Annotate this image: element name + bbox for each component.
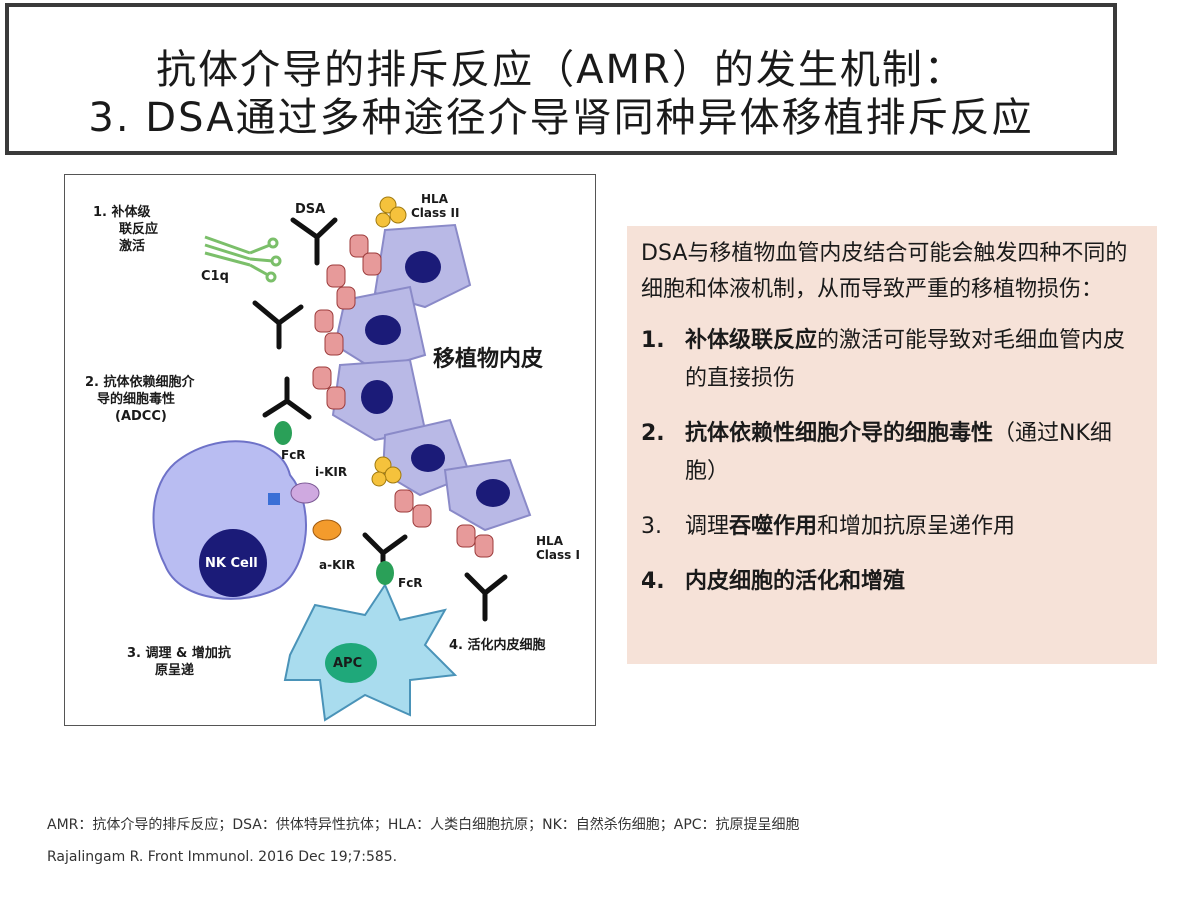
title-line-2: 3. DSA通过多种途径介导肾同种异体移植排斥反应 — [88, 95, 1034, 141]
label-a-kir: a-KIR — [319, 558, 356, 572]
label-c1q: C1q — [201, 269, 229, 284]
label-mechanism-4: 4. 活化内皮细胞 — [449, 638, 546, 653]
fcr-icon — [274, 421, 292, 445]
label-fcr-nk: FcR — [281, 448, 306, 462]
endothelial-nucleus — [405, 251, 441, 283]
label-fcr-apc: FcR — [398, 576, 423, 590]
label-mechanism-2: 2. 抗体依赖细胞介 导的细胞毒性 (ADCC) — [85, 375, 195, 424]
fcr-icon — [376, 561, 394, 585]
title-box: 抗体介导的排斥反应（AMR）的发生机制： 3. DSA通过多种途径介导肾同种异体… — [5, 3, 1117, 155]
title-line-1: 抗体介导的排斥反应（AMR）的发生机制： — [156, 47, 966, 93]
nk-cell — [152, 440, 307, 600]
mechanism-diagram — [152, 196, 532, 722]
label-mechanism-3: 3. 调理 & 增加抗 原呈递 — [127, 646, 231, 678]
endothelial-nucleus — [361, 380, 393, 414]
hla-class-ii-icon — [371, 196, 407, 487]
endothelium-cells — [331, 223, 532, 532]
mechanism-figure: 1. 补体级 联反应 激活 DSA HLA Class II C1q 移植物内皮… — [64, 174, 596, 726]
mechanism-item-3: 3. 调理吞噬作用和增加抗原呈递作用 — [641, 514, 1016, 539]
endothelial-nucleus — [476, 479, 510, 507]
summary-panel: DSA与移植物血管内皮结合可能会触发四种不同的细胞和体液机制，从而导致严重的移植… — [627, 226, 1157, 664]
label-graft-endothelium: 移植物内皮 — [433, 347, 544, 372]
mechanism-item-2: 2. 抗体依赖性细胞介导的细胞毒性（通过NK细胞） — [641, 421, 1112, 484]
hla-molecules — [312, 234, 494, 558]
reference-citation: Rajalingam R. Front Immunol. 2016 Dec 19… — [47, 849, 398, 865]
label-mechanism-1: 1. 补体级 联反应 激活 — [93, 205, 159, 254]
apc-cell — [283, 561, 458, 722]
c1q-icon — [204, 235, 282, 283]
label-dsa: DSA — [295, 202, 326, 217]
nk-nucleus — [199, 529, 267, 597]
apc-nucleus — [325, 643, 377, 683]
label-hla-class-ii: HLA Class II — [411, 192, 460, 220]
label-nk-cell: NK Cell — [205, 556, 258, 571]
endothelial-nucleus — [365, 315, 401, 345]
mechanism-item-4: 4. 内皮细胞的活化和增殖 — [641, 569, 906, 594]
endothelial-nucleus — [411, 444, 445, 472]
panel-intro: DSA与移植物血管内皮结合可能会触发四种不同的细胞和体液机制，从而导致严重的移植… — [641, 241, 1128, 302]
label-i-kir: i-KIR — [315, 465, 348, 479]
label-hla-class-i: HLA Class I — [536, 534, 580, 562]
mechanism-item-1: 1. 补体级联反应的激活可能导致对毛细血管内皮的直接损伤 — [641, 328, 1126, 391]
abbreviations-footnote: AMR：抗体介导的排斥反应；DSA：供体特异性抗体；HLA：人类白细胞抗原；NK… — [47, 817, 800, 833]
kir-receptors — [268, 421, 342, 541]
label-apc: APC — [333, 656, 363, 671]
antibodies — [252, 217, 508, 622]
